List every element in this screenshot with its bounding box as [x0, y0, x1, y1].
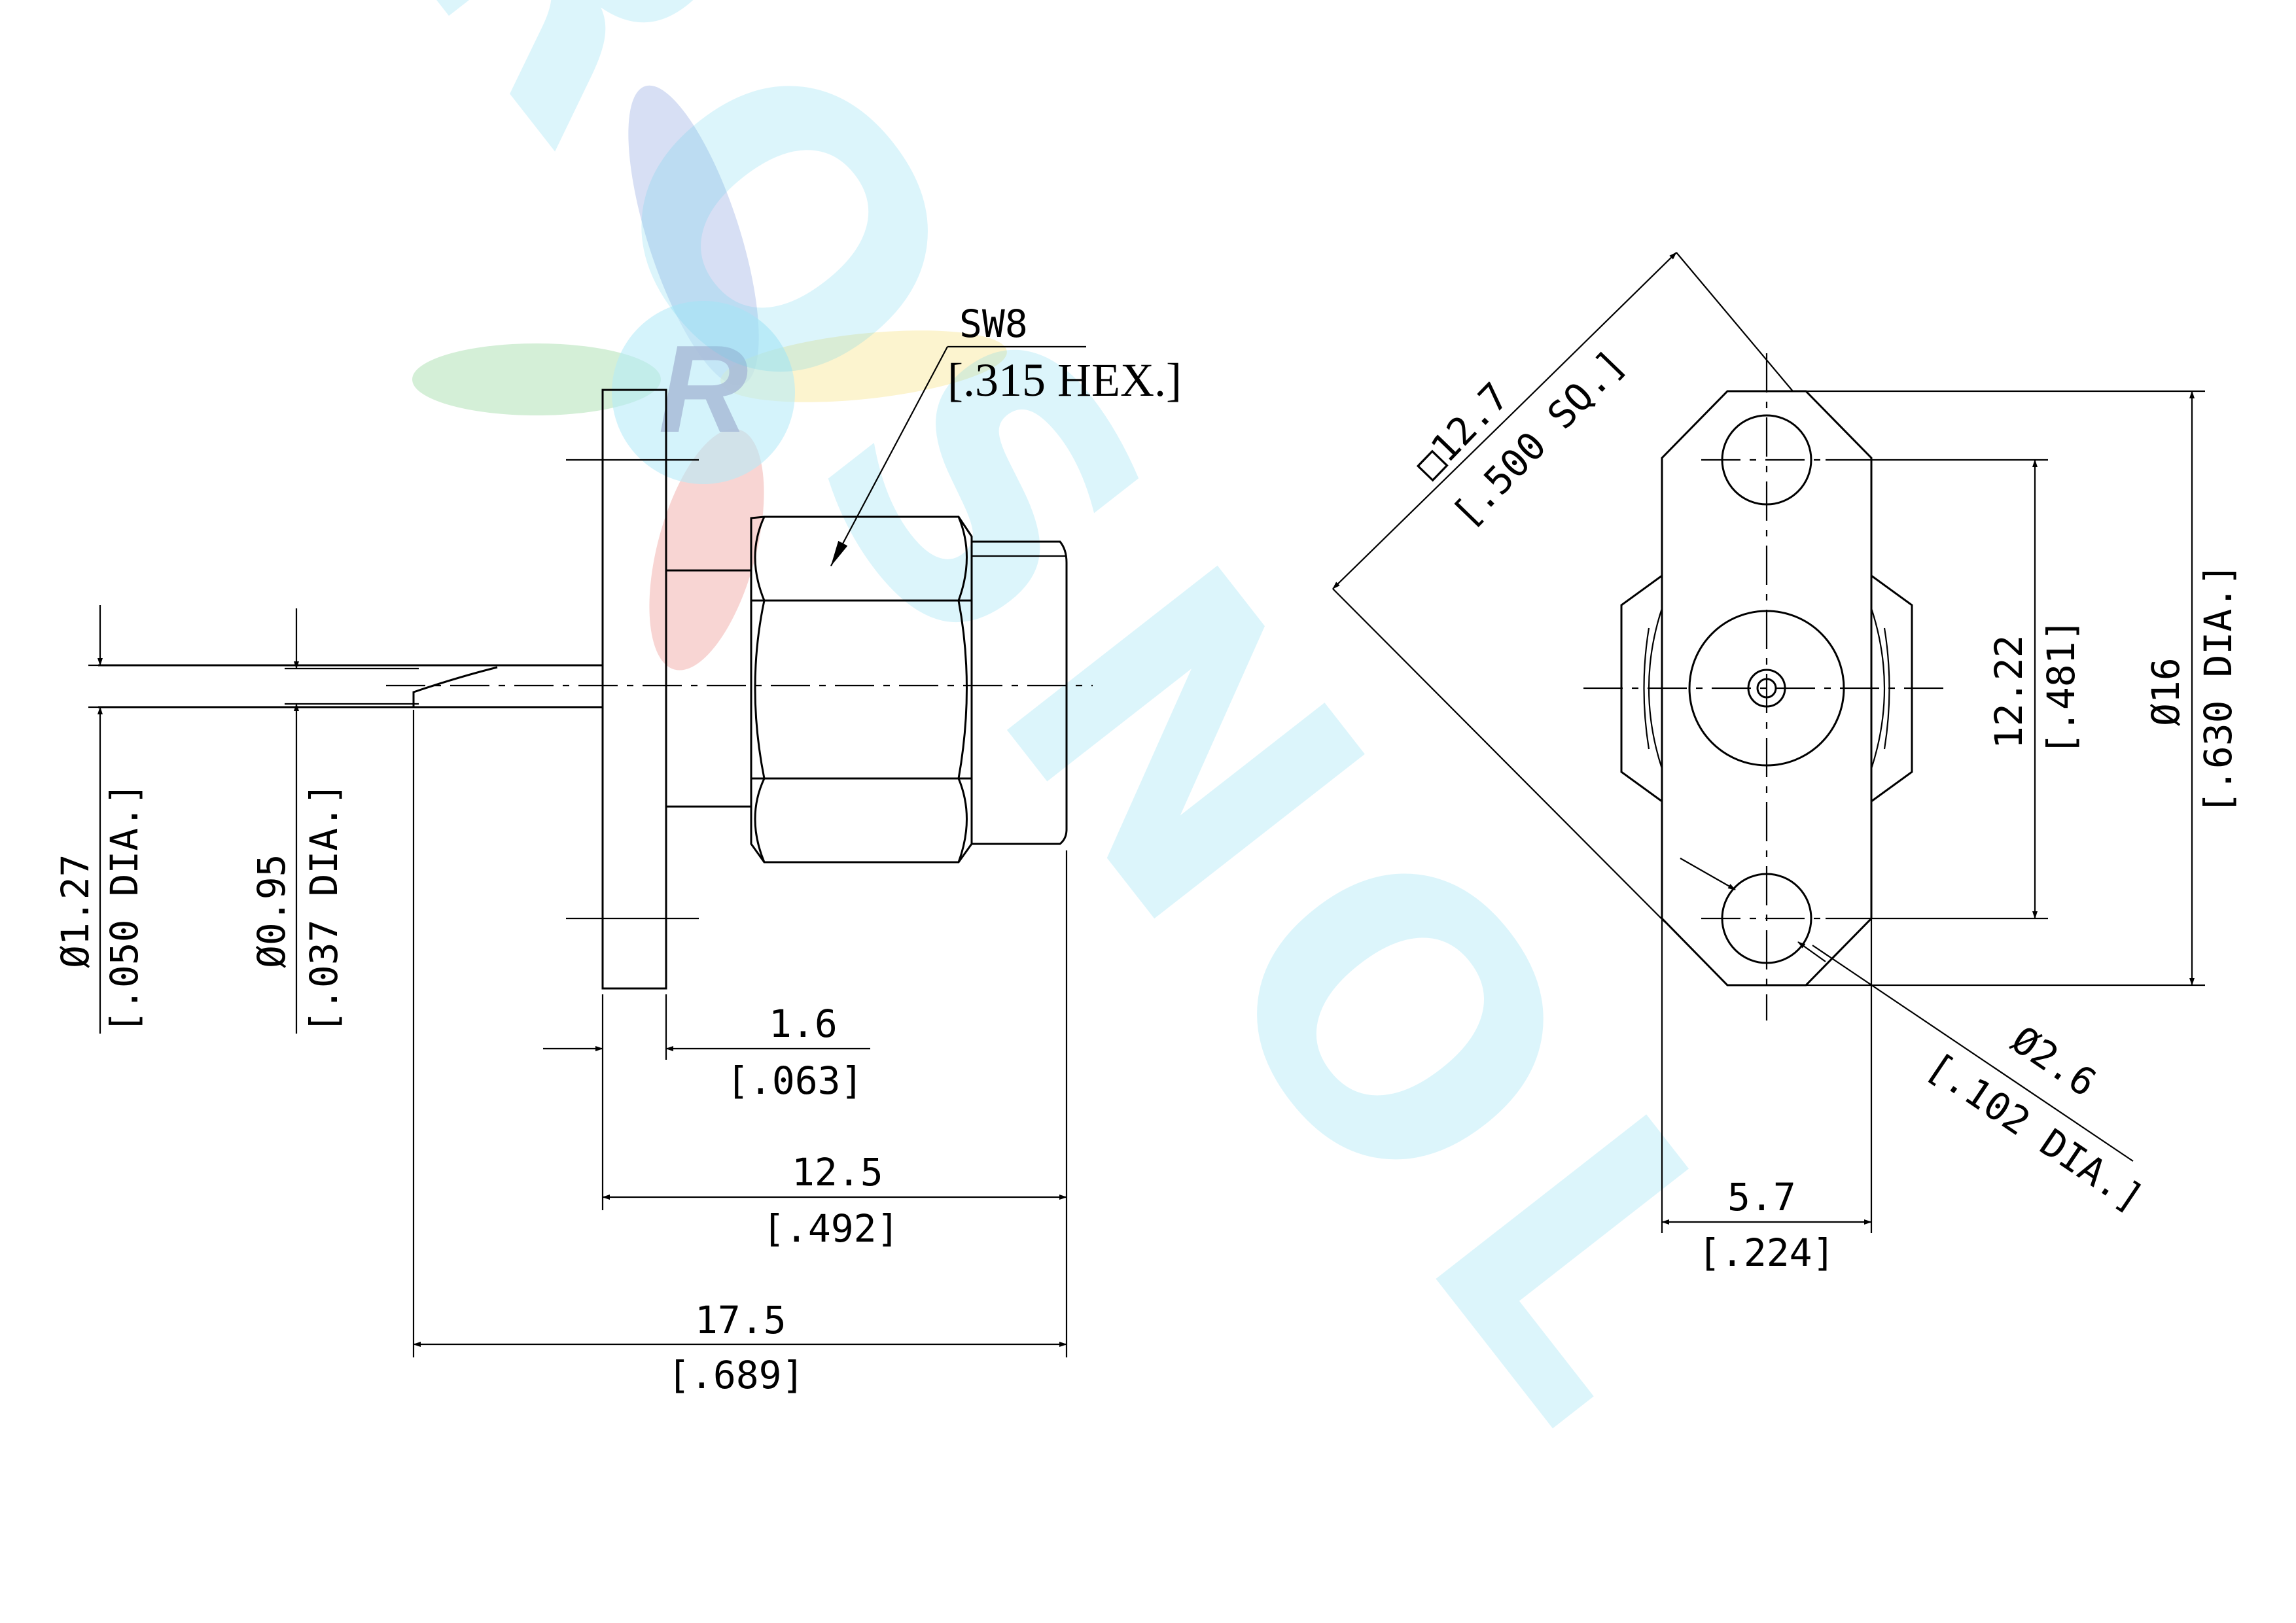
dim-square-arrow-2 — [1332, 420, 1506, 589]
dim-square-arrow-1 — [1504, 252, 1677, 421]
dim-tip-dia-inch: [.037 DIA.] — [302, 782, 346, 1034]
front-body-circle — [1688, 610, 1845, 767]
front-hex-left-inner — [1648, 608, 1663, 769]
contact-outer — [1747, 669, 1786, 708]
dim-flange-width: 5.7 — [1727, 1175, 1796, 1219]
mounting-hole-bottom — [1721, 873, 1812, 964]
sw8-leader — [830, 346, 948, 567]
dim-square-ext-bottom — [1332, 588, 1666, 923]
hex-chamfer-left — [754, 516, 766, 863]
logo-yellow-swoosh — [720, 330, 1007, 402]
dim-body-length: 12.5 — [792, 1150, 883, 1195]
side-view: Ø1.27 [.050 DIA.] Ø0.95 [.037 DIA.] SW8 … — [53, 302, 1182, 1397]
front-hex-right-inner2 — [1883, 627, 1890, 750]
dim-flange-thickness-inch: [.063] — [726, 1058, 864, 1103]
dim-outer-dia-inch: [.630 DIA.] — [2196, 563, 2240, 814]
hex-chamfer-right — [957, 516, 968, 863]
dim-flange-thickness: 1.6 — [769, 1002, 838, 1046]
dim-tip-dia: Ø0.95 — [249, 854, 294, 968]
logo-green-swoosh — [412, 343, 661, 415]
dim-flange-width-inch: [.224] — [1698, 1230, 1835, 1275]
front-hex-right-inner — [1870, 608, 1886, 769]
dim-hole-arrow — [1680, 858, 1736, 890]
logo-letter: R — [658, 320, 748, 459]
dim-hole-dia: Ø2.6 — [2004, 1017, 2104, 1105]
sw8-label-inch: [.315 HEX.] — [947, 354, 1182, 406]
logo-blue-swoosh — [628, 85, 759, 386]
front-hex-right — [1871, 574, 1913, 803]
logo-red-swoosh — [649, 428, 764, 671]
dim-pin-dia-inch: [.050 DIA.] — [102, 782, 147, 1034]
dim-overall-length-inch: [.689] — [667, 1353, 805, 1397]
side-flange — [601, 389, 667, 990]
dim-hole-leader — [1812, 945, 2134, 1162]
dim-body-length-inch: [.492] — [762, 1206, 900, 1251]
dim-overall-length: 17.5 — [695, 1298, 786, 1342]
sw8-label: SW8 — [959, 302, 1028, 346]
dim-hole-spacing: 12.22 — [1987, 635, 2031, 749]
dim-hole-arrow-2 — [1797, 941, 1826, 962]
front-hex-left — [1620, 574, 1663, 803]
pin-tip-taper — [412, 666, 498, 707]
dim-hole-spacing-inch: [.481] — [2039, 618, 2083, 756]
watermark-logo: R — [412, 85, 1007, 671]
logo-cyan-ball — [612, 301, 795, 484]
front-hex-left-inner2 — [1643, 627, 1650, 750]
body-end — [972, 540, 1068, 845]
dim-pin-dia: Ø1.27 — [53, 854, 97, 968]
dim-outer-dia: Ø16 — [2144, 657, 2188, 726]
contact-inner — [1756, 678, 1777, 699]
dim-square-ext-top — [1676, 252, 1793, 392]
mounting-hole-top — [1721, 414, 1812, 506]
